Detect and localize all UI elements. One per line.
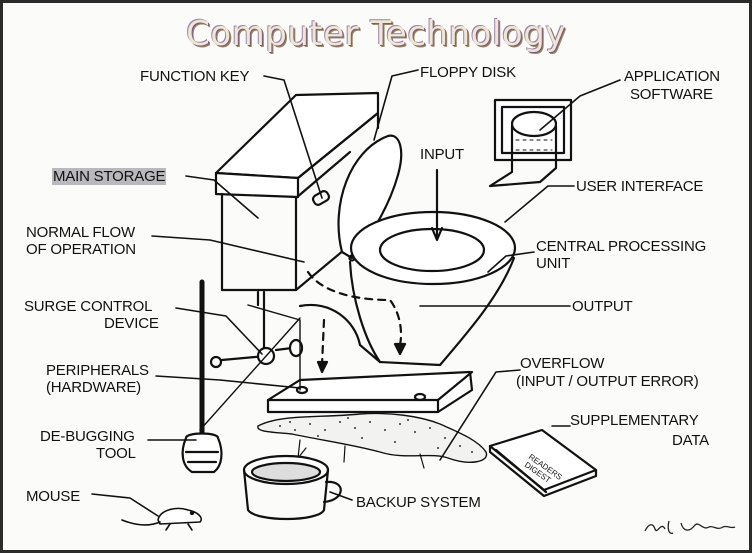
label-user-interface: USER INTERFACE — [576, 178, 704, 195]
toilet-base — [266, 370, 474, 414]
mouse — [121, 507, 203, 531]
label-output: OUTPUT — [572, 298, 633, 315]
label-mouse: MOUSE — [26, 488, 81, 505]
flow-arrowheads — [316, 342, 407, 374]
label-cpu-line1: CENTRAL PROCESSING — [536, 238, 707, 255]
label-cpu-line2: UNIT — [536, 255, 571, 272]
flush-handle — [311, 190, 331, 206]
label-peripherals-line2: (HARDWARE) — [46, 379, 141, 396]
label-overflow-line2: (INPUT / OUTPUT ERROR) — [516, 373, 699, 390]
label-supplementary-line1: SUPPLEMENTARY — [570, 412, 699, 429]
leader-lines — [91, 69, 621, 517]
label-normal-flow-line1: NORMAL FLOW — [26, 224, 135, 241]
label-peripherals-line1: PERIPHERALS — [46, 362, 149, 379]
label-overflow-line1: OVERFLOW — [520, 355, 605, 372]
diagram-title: Computer Technology — [186, 14, 566, 54]
label-surge-control-line1: SURGE CONTROL — [24, 298, 153, 315]
label-supplementary-line2: DATA — [672, 432, 709, 449]
chamber-pot — [242, 454, 342, 521]
label-debugging-line1: DE-BUGGING — [40, 428, 135, 445]
artist-signature — [644, 520, 736, 535]
label-backup-system: BACKUP SYSTEM — [356, 494, 481, 511]
toilet-bowl — [298, 210, 517, 367]
label-debugging-line2: TOOL — [96, 445, 136, 462]
input-arrowhead — [430, 226, 444, 242]
label-main-storage: MAIN STORAGE — [52, 168, 167, 185]
shutoff-valve — [209, 290, 304, 369]
spill-dots — [279, 417, 473, 453]
magazine — [488, 428, 598, 498]
label-normal-flow-line2: OF OPERATION — [26, 241, 136, 258]
label-floppy-disk: FLOPPY DISK — [420, 64, 516, 81]
label-function-key: FUNCTION KEY — [140, 68, 250, 85]
plunger — [181, 279, 223, 474]
label-surge-control-line2: DEVICE — [104, 315, 159, 332]
label-application-software-line2: SOFTWARE — [630, 86, 713, 103]
label-application-software-line1: APPLICATION — [624, 68, 720, 85]
toilet-paper-holder — [488, 98, 573, 188]
label-input: INPUT — [420, 146, 465, 163]
label-main-storage-text: MAIN STORAGE — [52, 168, 167, 185]
flow-arrows — [306, 270, 403, 367]
